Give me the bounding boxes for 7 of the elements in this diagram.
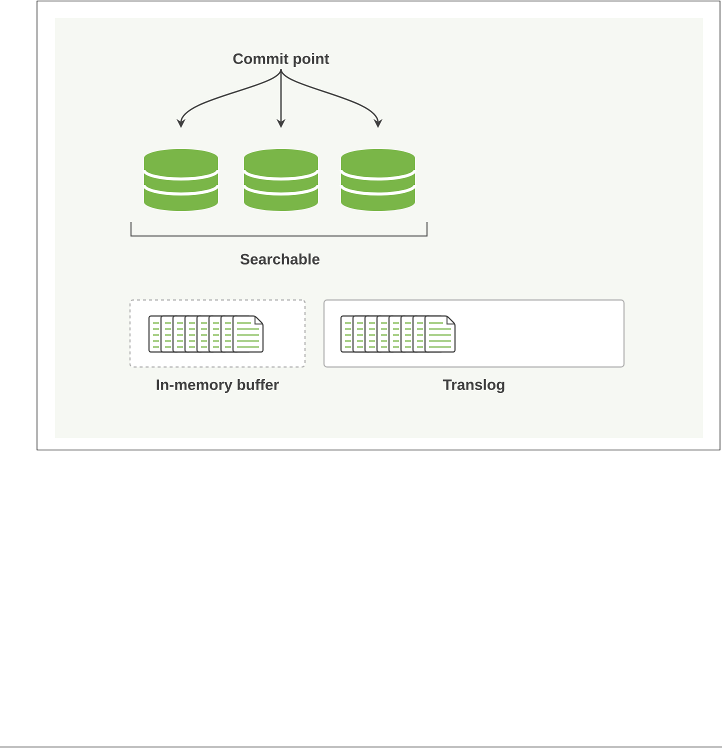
database-cylinder <box>242 149 320 211</box>
box-label: In-memory buffer <box>156 379 279 393</box>
caption-text: Searchable <box>240 254 320 264</box>
heading-text: Commit point <box>233 53 330 67</box>
database-cylinder <box>142 149 220 211</box>
database-cylinder <box>340 149 416 211</box>
box-label: Translog <box>442 378 504 394</box>
